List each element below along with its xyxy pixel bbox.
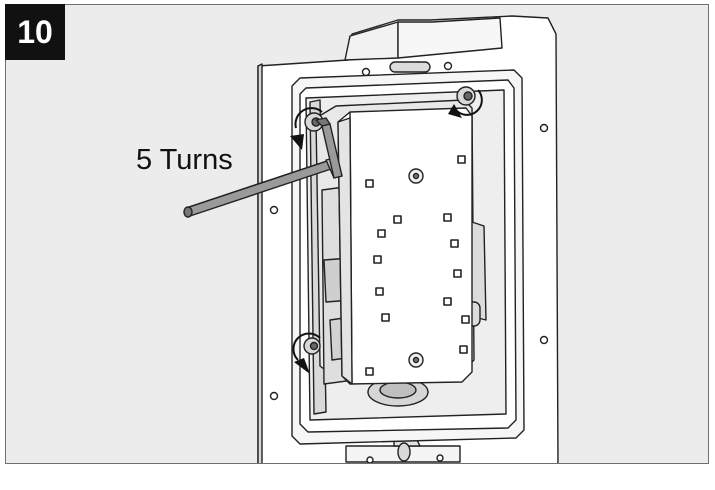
- allen-wrench-icon: [183, 117, 343, 218]
- screw-icon: [303, 86, 476, 355]
- turns-callout-label: 5 Turns: [136, 144, 233, 176]
- plate-holes: [365, 155, 470, 376]
- rotation-arrow-icon: [292, 89, 483, 361]
- back-plate-side: [257, 63, 263, 463]
- screw-icon: [408, 168, 424, 368]
- top-slot: [389, 61, 431, 73]
- step-number-badge: 10: [5, 4, 65, 60]
